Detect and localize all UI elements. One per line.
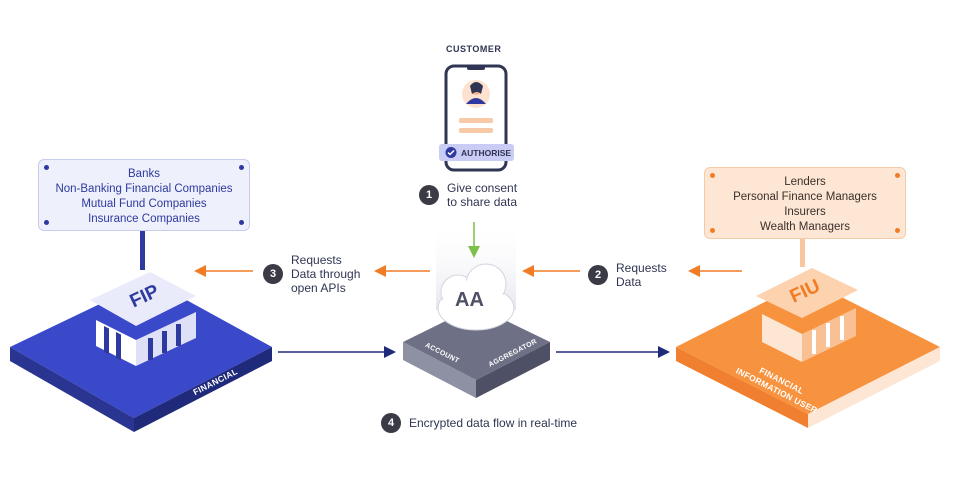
fiu-list-item: Personal Finance Managers	[733, 191, 877, 203]
step-3-line2: Data through	[291, 267, 361, 281]
step-1-badge: 1	[419, 185, 439, 205]
aa-logo-text: AA	[455, 289, 484, 311]
fiu-connector	[800, 237, 805, 267]
step-1-line1: Give consent	[447, 181, 518, 195]
fiu-institutions-box: Lenders Personal Finance Managers Insure…	[704, 167, 906, 239]
fip-list-item: Non-Banking Financial Companies	[55, 183, 233, 195]
step-4-line1: Encrypted data flow in real-time	[409, 416, 578, 430]
aa-platform	[403, 306, 550, 398]
fiu-list-item: Lenders	[784, 176, 826, 188]
step-1-line2: to share data	[447, 195, 518, 209]
step-4-badge: 4	[381, 413, 401, 433]
cloud-icon	[437, 263, 515, 331]
step-2-badge: 2	[588, 265, 608, 285]
step-2: 2 Requests Data	[588, 261, 667, 289]
step-2-line2: Data	[616, 275, 642, 289]
fip-list-item: Mutual Fund Companies	[81, 198, 207, 210]
fiu-list-item: Wealth Managers	[760, 221, 850, 233]
fip-list-item: Banks	[128, 168, 160, 180]
fip-connector	[140, 230, 145, 270]
customer-title: CUSTOMER	[446, 44, 502, 54]
step-3-line1: Requests	[291, 253, 342, 267]
step-3: 3 Requests Data through open APIs	[263, 253, 360, 295]
step-2-line1: Requests	[616, 261, 667, 275]
bank-building-icon	[90, 272, 196, 366]
step-1: 1 Give consent to share data	[419, 181, 517, 209]
fiu-list-item: Insurers	[784, 206, 826, 218]
fiu-building-icon	[756, 268, 858, 362]
step-4: 4 Encrypted data flow in real-time	[381, 413, 577, 433]
authorise-button-bg	[439, 144, 514, 161]
fip-institutions-box: Banks Non-Banking Financial Companies Mu…	[38, 159, 250, 231]
authorise-label: AUTHORISE	[461, 148, 512, 158]
step-3-line3: open APIs	[291, 281, 346, 295]
fip-list-item: Insurance Companies	[88, 213, 200, 225]
step-3-badge: 3	[263, 264, 283, 284]
